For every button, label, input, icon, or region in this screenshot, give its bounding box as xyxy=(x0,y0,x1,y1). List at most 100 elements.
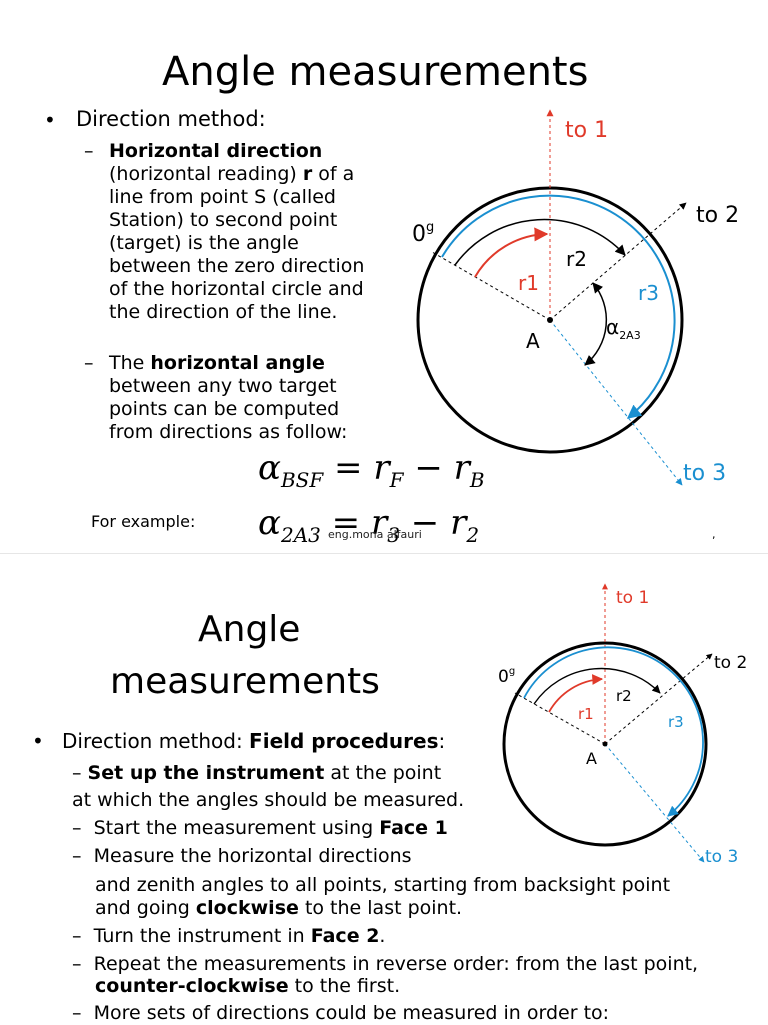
slide2-bullet-dot: • xyxy=(32,729,44,753)
formula-minus: − xyxy=(403,448,454,488)
direction-diagram-2: to 1 to 2 to 3 0g r1 r2 r3 A xyxy=(498,583,747,867)
item-turn-post: . xyxy=(379,925,386,947)
alpha-arc xyxy=(584,282,608,366)
item-measure-l3: and going clockwise to the last point. xyxy=(95,897,462,920)
slide1-bullet-dot: • xyxy=(44,108,56,132)
item-start-pre: Start the measurement using xyxy=(93,817,380,839)
formula-alpha: α xyxy=(258,448,281,488)
zero2-direction-line xyxy=(514,692,606,745)
station-point-2 xyxy=(602,741,608,747)
item-setup-bold: Set up the instrument xyxy=(87,762,325,784)
slide-divider xyxy=(0,553,768,554)
direction-diagram-1: to 1 to 2 to 3 0g r1 r2 r3 A α2A3 xyxy=(412,109,739,486)
item-turn-pre: Turn the instrument in xyxy=(93,925,311,947)
horizontal-circle-2 xyxy=(502,641,708,847)
label-r2: r2 xyxy=(566,247,587,271)
slide1-sub2-heading: horizontal angle xyxy=(150,352,325,374)
example-minus: − xyxy=(399,503,451,543)
slide1-sub1-p2: of a line from point S (called Station) … xyxy=(109,163,365,323)
item-measure-l1: Measure the horizontal directions xyxy=(93,845,412,867)
label2-to3: to 3 xyxy=(705,847,738,867)
item-repeat-l2: counter-clockwise to the first. xyxy=(95,975,400,998)
label-center-a: A xyxy=(526,329,540,353)
formula-rf: r xyxy=(373,448,390,488)
item-measure-l2: and zenith angles to all points, startin… xyxy=(95,874,671,896)
formula-rb: r xyxy=(453,448,470,488)
item-setup-rest: at the point xyxy=(324,762,442,784)
label2-r2: r2 xyxy=(616,687,632,705)
slide2-bullet-pre: Direction method: xyxy=(62,729,250,753)
label2-zero: 0g xyxy=(498,666,515,687)
formula-equals: = xyxy=(323,448,374,488)
zero-direction-line xyxy=(431,251,551,321)
label-zero: 0g xyxy=(412,220,434,247)
slide2-title-line2: measurements xyxy=(110,661,380,702)
example-alpha-sub: 2A3 xyxy=(280,522,321,547)
slide1-bullet-text: Direction method: xyxy=(76,107,266,131)
label-r1: r1 xyxy=(518,271,539,295)
item-start: – Start the measurement using Face 1 xyxy=(72,817,448,839)
item-measure: – Measure the horizontal directions xyxy=(72,845,412,867)
item-turn: – Turn the instrument in Face 2. xyxy=(72,925,386,947)
example-r3-sub: 3 xyxy=(387,522,400,547)
slide1-stray-mark: , xyxy=(712,528,716,541)
item-repeat-l1: Repeat the measurements in reverse order… xyxy=(93,953,699,975)
slide1-sub1-r: r xyxy=(302,163,313,185)
item-repeat: – Repeat the measurements in reverse ord… xyxy=(72,953,699,975)
slide2-title-line1: Angle xyxy=(198,609,301,650)
label-to2: to 2 xyxy=(696,203,739,228)
formula-alpha-sub: BSF xyxy=(280,467,324,492)
label-to3: to 3 xyxy=(683,461,726,486)
slide1-sub2-rest: between any two target points can be com… xyxy=(109,375,348,443)
formula-rb-sub: B xyxy=(469,467,485,492)
label-alpha: α2A3 xyxy=(606,315,641,342)
example-r2: r xyxy=(450,503,467,543)
slide1-formula: αBSF = rF − rB xyxy=(258,448,485,492)
item-repeat-l2-bold: counter-clockwise xyxy=(95,975,289,997)
r3-arc-2 xyxy=(523,646,704,817)
label2-r3: r3 xyxy=(668,713,684,731)
slide1-sub1-heading: Horizontal direction xyxy=(109,140,323,162)
item-setup: – Set up the instrument at the point xyxy=(72,762,442,784)
item-more: – More sets of directions could be measu… xyxy=(72,1002,610,1024)
slide1-title: Angle measurements xyxy=(162,49,589,95)
slide1-sub2: The horizontal angle between any two tar… xyxy=(109,352,381,444)
r1-arc xyxy=(474,227,549,278)
watermark: eng.mona alfauri xyxy=(328,528,422,541)
label-to1: to 1 xyxy=(565,118,608,143)
item-start-bold: Face 1 xyxy=(379,817,448,839)
item-measure-l3-post: to the last point. xyxy=(298,897,463,919)
item-repeat-l2-post: to the first. xyxy=(288,975,401,997)
r1-arc-2 xyxy=(548,674,604,713)
label2-r1: r1 xyxy=(578,705,594,723)
example-r3: r xyxy=(370,503,388,543)
label-r3: r3 xyxy=(638,281,659,305)
formula-rf-sub: F xyxy=(389,467,404,492)
slide1-sub1: Horizontal direction (horizontal reading… xyxy=(109,140,381,324)
slide1-sub2-the: The xyxy=(109,352,151,374)
r2-arc-2 xyxy=(533,667,661,705)
label2-center-a: A xyxy=(586,749,597,768)
label2-to2: to 2 xyxy=(714,653,747,673)
item-setup-cont: at which the angles should be measured. xyxy=(72,789,465,811)
label2-to1: to 1 xyxy=(616,588,649,608)
example-equals: = xyxy=(320,503,371,543)
slide2-bullet-bold: Field procedures xyxy=(249,729,439,753)
example-label: For example: xyxy=(91,512,196,531)
slide1-example-formula: α2A3 = r3 − r2 xyxy=(258,503,479,547)
item-turn-bold: Face 2 xyxy=(310,925,380,947)
slide1-sub1-p1: (horizontal reading) xyxy=(109,163,303,185)
slide2-bullet: Direction method: Field procedures: xyxy=(62,730,445,753)
item-more-text: More sets of directions could be measure… xyxy=(93,1002,610,1024)
r3-arc xyxy=(441,194,676,419)
slide1-sub1-dash: – xyxy=(84,140,94,162)
item-measure-l3-pre: and going xyxy=(95,897,196,919)
direction2-line-to3 xyxy=(604,743,705,863)
slide1-sub2-dash: – xyxy=(84,352,94,374)
slide2-bullet-post: : xyxy=(438,729,446,753)
r2-arc xyxy=(454,218,626,266)
item-measure-l3-bold: clockwise xyxy=(195,897,299,919)
direction2-line-to2 xyxy=(604,653,713,745)
direction-line-to3 xyxy=(549,319,683,486)
station-point xyxy=(547,317,553,323)
